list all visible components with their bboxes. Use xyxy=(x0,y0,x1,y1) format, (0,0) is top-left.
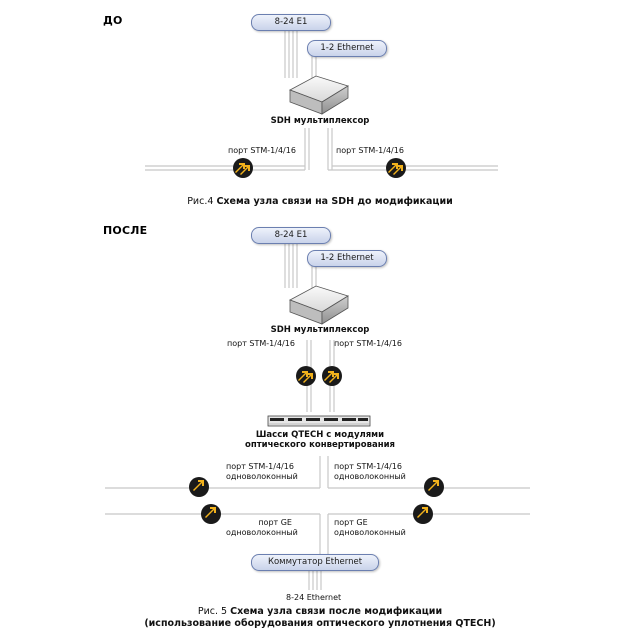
ethernet-switch-pill: Коммутатор Ethernet xyxy=(251,554,379,571)
after-port-right-label: порт STM-1/4/16 xyxy=(334,339,402,348)
ethernet-bottom-label: 8-24 Ethernet xyxy=(286,593,342,602)
stm-left-label: порт STM-1/4/16 одноволоконный xyxy=(226,462,298,482)
after-left-port-arrows-icon xyxy=(296,366,316,386)
stm-right-label: порт STM-1/4/16 одноволоконный xyxy=(334,462,406,482)
after-e1-pill: 8-24 E1 xyxy=(251,227,331,244)
ge-left-label-line2: одноволоконный xyxy=(226,528,298,537)
after-title: ПОСЛЕ xyxy=(103,224,148,237)
figure-4-caption: Рис.4 Схема узла связи на SDH до модифик… xyxy=(140,196,500,207)
before-e1-pill: 8-24 E1 xyxy=(251,14,331,31)
after-right-port-arrows-icon xyxy=(322,366,342,386)
chassis-label: Шасси QTECH с модулями оптического конве… xyxy=(220,430,420,450)
ge-right-label-line1: порт GE xyxy=(334,518,368,527)
ge-left-arrow-icon xyxy=(201,504,221,524)
chassis-label-line2: оптического конвертирования xyxy=(245,440,395,450)
before-mux-label: SDH мультиплексор xyxy=(270,116,370,126)
ge-right-arrow-icon xyxy=(413,504,433,524)
after-sdh-mux-icon xyxy=(289,285,349,325)
ge-right-label-line2: одноволоконный xyxy=(334,528,406,537)
stm-left-arrow-icon xyxy=(189,477,209,497)
figure-4-caption-title: Схема узла связи на SDH до модификации xyxy=(216,196,453,207)
qtech-chassis-icon xyxy=(267,415,371,427)
before-port-left-label: порт STM-1/4/16 xyxy=(228,146,296,155)
before-title: ДО xyxy=(103,14,123,27)
after-mux-label: SDH мультиплексор xyxy=(270,325,370,335)
ge-left-label: порт GE одноволоконный xyxy=(226,518,298,538)
after-port-left-label: порт STM-1/4/16 xyxy=(227,339,295,348)
before-section-lines xyxy=(145,30,498,171)
stm-right-label-line1: порт STM-1/4/16 xyxy=(334,462,402,471)
before-sdh-mux-icon xyxy=(289,75,349,115)
ge-left-label-line1: порт GE xyxy=(258,518,292,527)
figure-5-caption-title: Схема узла связи после модификации xyxy=(230,606,443,617)
figure-5-caption: Рис. 5 Схема узла связи после модификаци… xyxy=(100,606,540,630)
ge-right-label: порт GE одноволоконный xyxy=(334,518,406,538)
stm-right-arrow-icon xyxy=(424,477,444,497)
figure-5-caption-sub: (использование оборудования оптического … xyxy=(144,618,496,629)
stm-right-label-line2: одноволоконный xyxy=(334,472,406,481)
chassis-label-line1: Шасси QTECH с модулями xyxy=(255,430,385,440)
stm-left-label-line1: порт STM-1/4/16 xyxy=(226,462,294,471)
after-ethernet-pill: 1-2 Ethernet xyxy=(307,250,387,267)
before-port-right-label: порт STM-1/4/16 xyxy=(336,146,404,155)
figure-5-caption-prefix: Рис. 5 xyxy=(197,606,228,617)
before-left-port-arrows-icon xyxy=(233,158,253,178)
before-right-port-arrows-icon xyxy=(386,158,406,178)
figure-4-caption-prefix: Рис.4 xyxy=(187,196,214,207)
stm-left-label-line2: одноволоконный xyxy=(226,472,298,481)
before-ethernet-pill: 1-2 Ethernet xyxy=(307,40,387,57)
